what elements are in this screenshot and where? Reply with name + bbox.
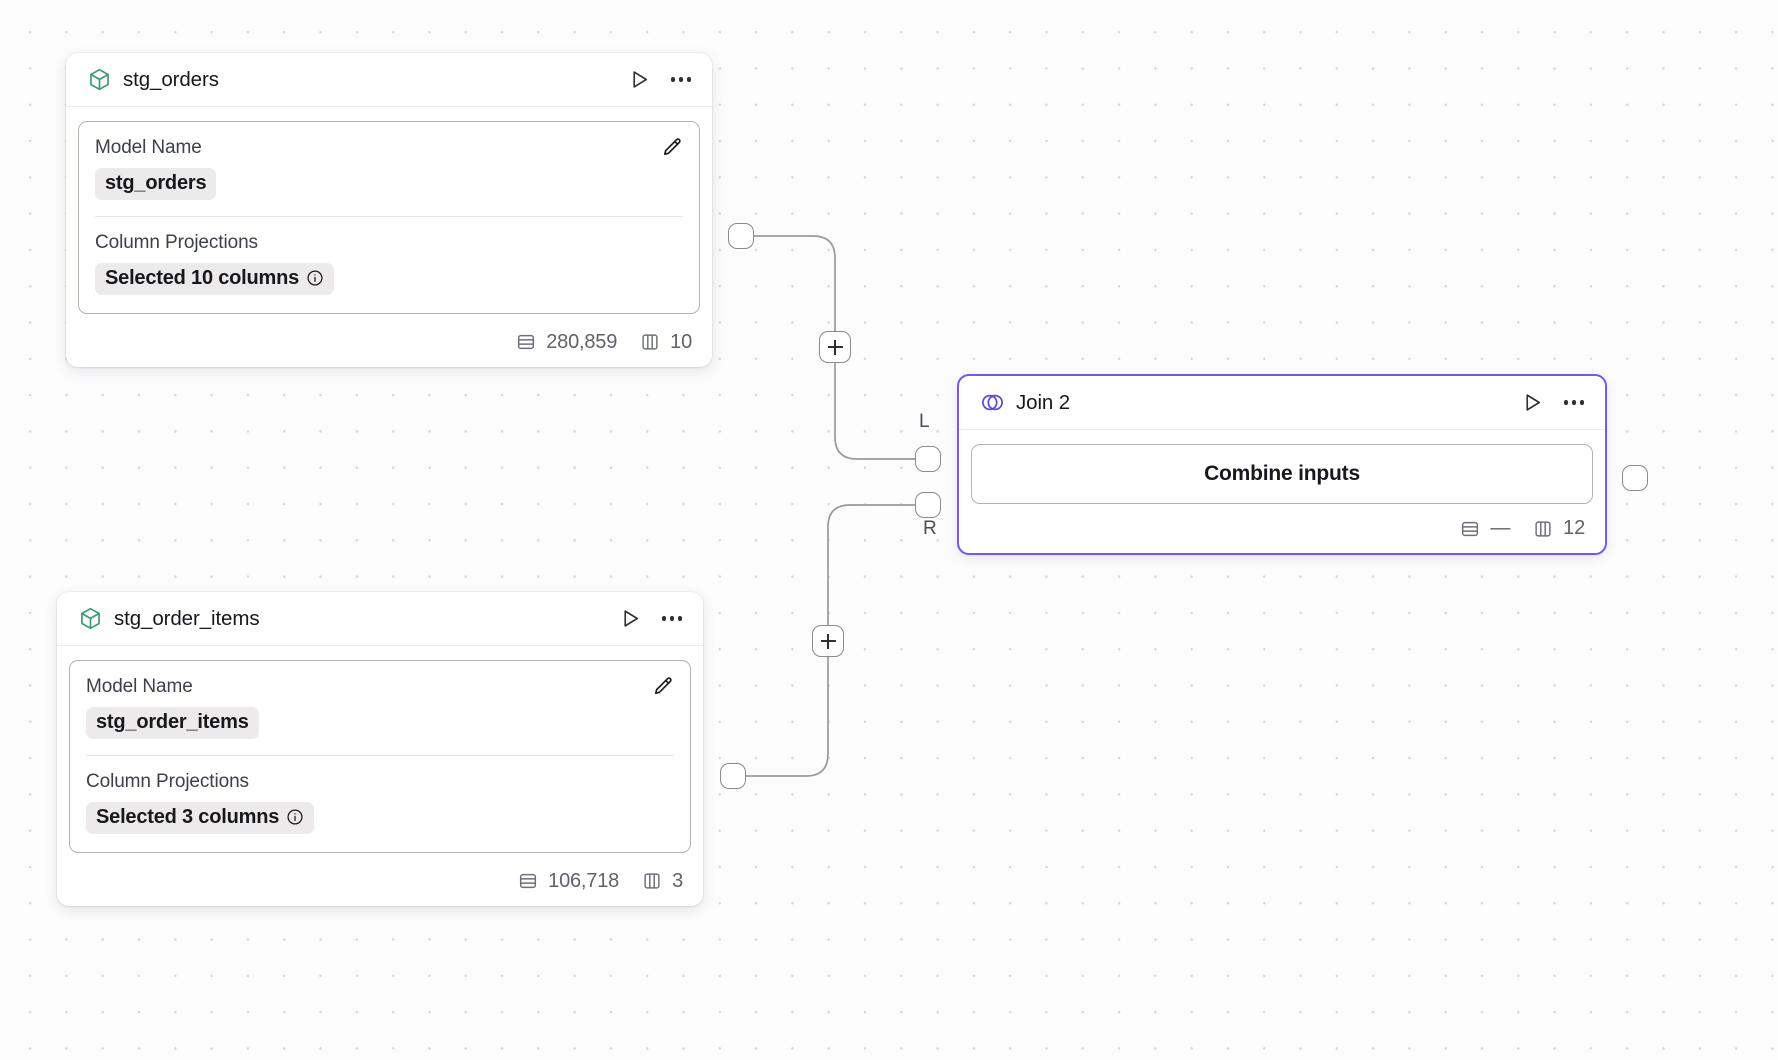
node-footer: 106,718 3 xyxy=(57,863,703,906)
model-properties-box: Model Name stg_order_items Column Projec… xyxy=(69,660,691,853)
more-options-icon[interactable] xyxy=(659,616,685,621)
node-body: Model Name stg_orders Column Projections… xyxy=(66,107,712,324)
run-icon[interactable] xyxy=(626,67,652,93)
model-properties-box: Model Name stg_orders Column Projections… xyxy=(78,121,700,314)
columns-icon xyxy=(639,331,661,353)
node-footer: 280,859 10 xyxy=(66,324,712,367)
info-icon[interactable] xyxy=(286,808,304,826)
column-count-value: 3 xyxy=(672,869,683,892)
model-name-value: stg_order_items xyxy=(96,710,249,733)
add-node-on-edge-button-upper[interactable] xyxy=(819,331,851,363)
node-title: Join 2 xyxy=(1016,390,1071,414)
row-count-value: — xyxy=(1490,517,1511,539)
node-stg-orders[interactable]: stg_orders xyxy=(66,53,712,367)
property-label-column-projections: Column Projections xyxy=(86,770,249,792)
add-node-on-edge-button-lower[interactable] xyxy=(812,625,844,657)
column-projections-value: Selected 3 columns xyxy=(96,805,280,828)
node-header: stg_order_items xyxy=(57,592,703,646)
output-port-stg-orders[interactable] xyxy=(728,223,754,249)
row-count-stat: 280,859 xyxy=(515,331,617,354)
edit-pencil-icon[interactable] xyxy=(659,135,685,161)
row-count-value: 106,718 xyxy=(548,869,620,892)
column-projections-chip[interactable]: Selected 3 columns xyxy=(86,801,315,834)
column-projections-chip[interactable]: Selected 10 columns xyxy=(95,262,335,295)
model-name-chip[interactable]: stg_orders xyxy=(95,167,217,200)
input-port-join-right[interactable] xyxy=(915,492,941,518)
input-port-left-label: L xyxy=(919,411,930,432)
edit-pencil-icon[interactable] xyxy=(650,674,676,700)
property-label-model-name: Model Name xyxy=(95,137,202,158)
column-projections-value: Selected 10 columns xyxy=(105,266,300,289)
more-options-icon[interactable] xyxy=(1561,400,1587,405)
node-footer: — 12 xyxy=(959,510,1605,553)
output-port-join-2[interactable] xyxy=(1622,465,1648,491)
rows-icon xyxy=(517,870,539,892)
combine-inputs-label: Combine inputs xyxy=(1204,462,1360,485)
divider xyxy=(86,754,674,756)
property-label-model-name: Model Name xyxy=(86,676,193,697)
run-icon[interactable] xyxy=(1519,390,1545,416)
divider xyxy=(95,215,683,217)
info-icon[interactable] xyxy=(306,269,324,287)
model-name-value: stg_orders xyxy=(105,171,207,194)
node-header: Join 2 xyxy=(959,376,1605,430)
venn-join-icon xyxy=(979,390,1005,416)
node-title: stg_order_items xyxy=(114,606,260,630)
column-count-stat: 12 xyxy=(1532,517,1585,540)
columns-icon xyxy=(641,870,663,892)
column-count-stat: 3 xyxy=(641,870,683,893)
node-header: stg_orders xyxy=(66,53,712,107)
node-body: Model Name stg_order_items Column Projec… xyxy=(57,646,703,863)
model-name-chip[interactable]: stg_order_items xyxy=(86,706,259,739)
combine-inputs-button[interactable]: Combine inputs xyxy=(971,444,1593,504)
row-count-stat: — xyxy=(1459,517,1510,540)
node-title: stg_orders xyxy=(123,67,219,91)
rows-icon xyxy=(515,331,537,353)
column-count-value: 10 xyxy=(670,330,692,353)
input-port-join-left[interactable] xyxy=(915,446,941,472)
cube-icon xyxy=(77,606,103,632)
more-options-icon[interactable] xyxy=(668,77,694,82)
column-count-stat: 10 xyxy=(639,331,692,354)
property-label-column-projections: Column Projections xyxy=(95,231,258,253)
node-join-2[interactable]: Join 2 Combine inputs xyxy=(957,374,1607,555)
columns-icon xyxy=(1532,518,1554,540)
input-port-right-label: R xyxy=(923,518,937,539)
node-stg-order-items[interactable]: stg_order_items xyxy=(57,592,703,906)
output-port-stg-order-items[interactable] xyxy=(720,763,746,789)
column-count-value: 12 xyxy=(1563,517,1585,539)
cube-icon xyxy=(86,67,112,93)
node-body: Combine inputs xyxy=(959,430,1605,510)
row-count-stat: 106,718 xyxy=(517,870,619,893)
rows-icon xyxy=(1459,518,1481,540)
run-icon[interactable] xyxy=(617,606,643,632)
row-count-value: 280,859 xyxy=(546,330,618,353)
